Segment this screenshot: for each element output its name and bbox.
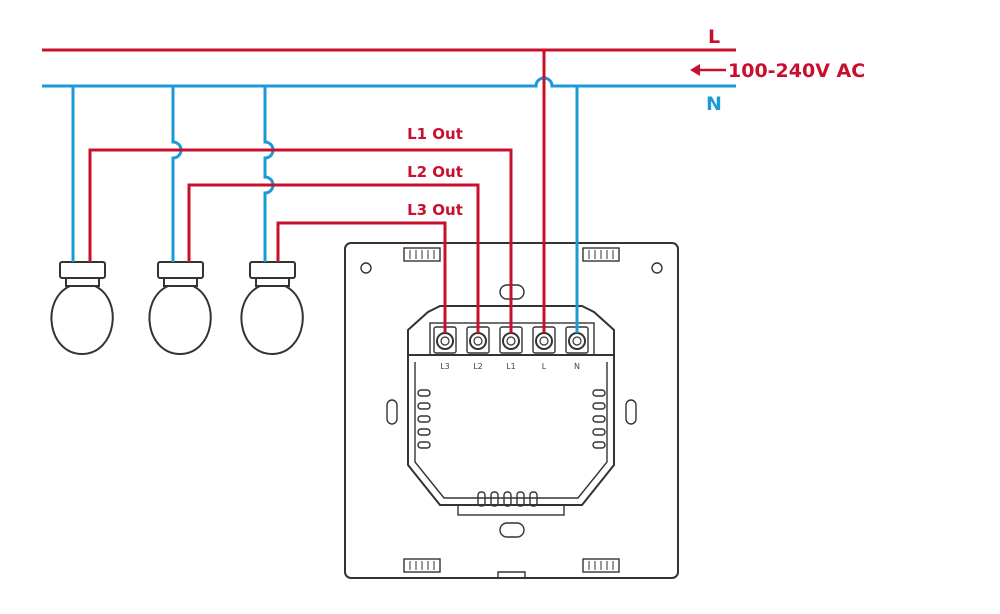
bulb-1 bbox=[50, 261, 114, 356]
neutral-bus bbox=[42, 76, 736, 88]
clip-bottom-left bbox=[403, 558, 441, 573]
line-bus-label: L bbox=[708, 26, 720, 48]
screw-hole-top-left bbox=[360, 262, 372, 274]
wall-switch: L3 L2 L1 L N bbox=[344, 242, 679, 579]
clip-top-left bbox=[403, 247, 441, 262]
mounting-box bbox=[407, 284, 615, 538]
terminal-label-l2: L2 bbox=[473, 362, 483, 371]
supply-voltage-label: 100-240V AC bbox=[728, 60, 865, 82]
neutral-bus-label: N bbox=[706, 93, 722, 115]
clip-bottom-right bbox=[582, 558, 620, 573]
frame-bottom-tab bbox=[497, 571, 526, 578]
clip-top-right bbox=[582, 247, 620, 262]
side-slot-left bbox=[386, 399, 398, 425]
terminal-label-l: L bbox=[542, 362, 547, 371]
screw-hole-top-right bbox=[651, 262, 663, 274]
bulb-3 bbox=[240, 261, 304, 356]
l1-out-label: L1 Out bbox=[407, 125, 463, 143]
l3-out-label: L3 Out bbox=[407, 201, 463, 219]
wire-l2-out bbox=[187, 183, 480, 333]
terminal-label-n: N bbox=[574, 362, 580, 371]
side-slot-right bbox=[625, 399, 637, 425]
terminal-label-l1: L1 bbox=[506, 362, 516, 371]
supply-arrow bbox=[690, 64, 726, 76]
bottom-tab bbox=[499, 522, 525, 538]
neutral-drop-bulb-2 bbox=[171, 86, 183, 262]
wire-l3-out bbox=[276, 221, 447, 333]
neutral-drop-bulb-3 bbox=[263, 86, 275, 262]
l2-out-label: L2 Out bbox=[407, 163, 463, 181]
terminal-label-l3: L3 bbox=[440, 362, 450, 371]
wire-l1-out bbox=[88, 148, 513, 333]
bulb-2 bbox=[148, 261, 212, 356]
